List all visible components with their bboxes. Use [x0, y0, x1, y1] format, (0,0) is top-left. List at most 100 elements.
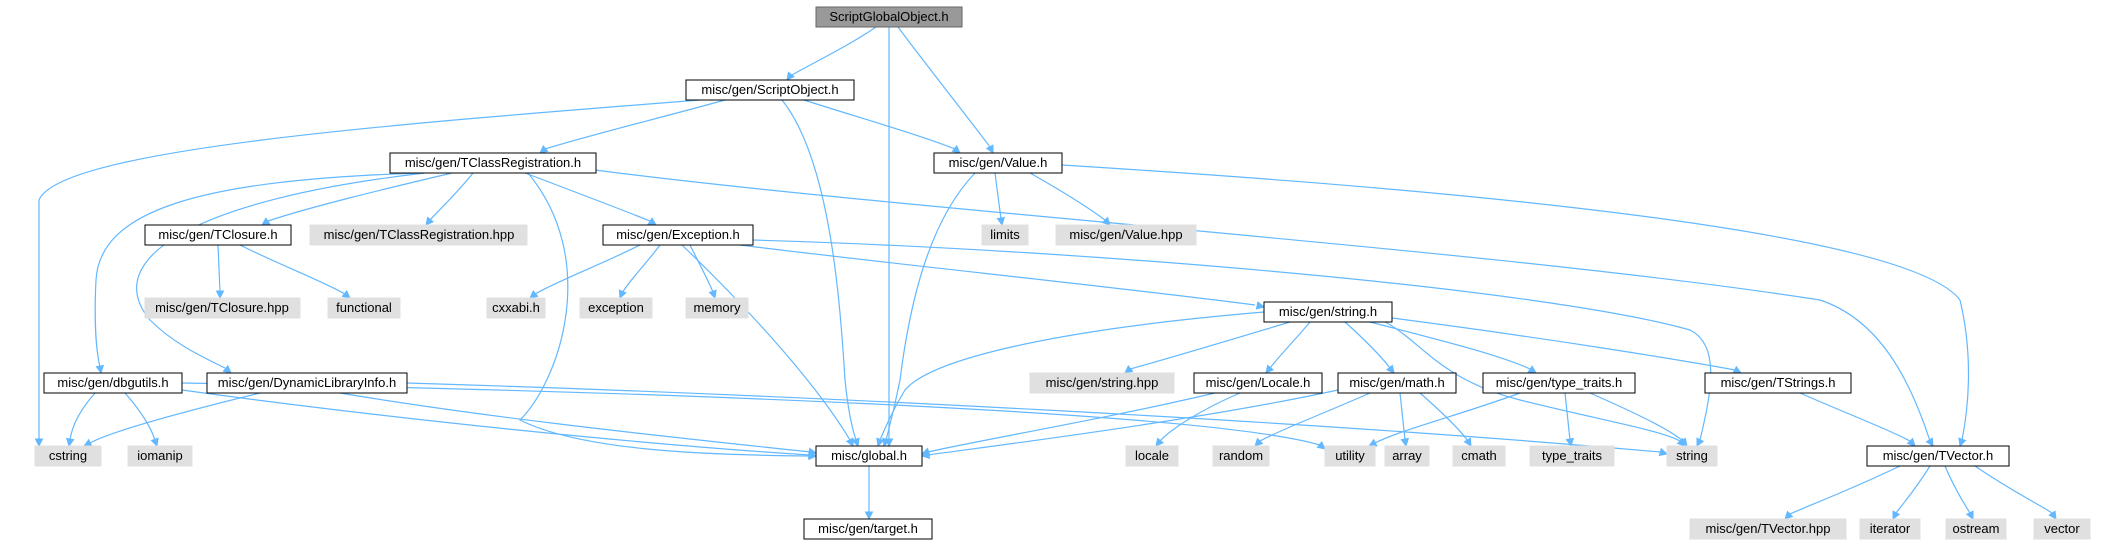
edge-line: [1384, 321, 1681, 442]
node-exception-std[interactable]: exception: [579, 297, 653, 319]
edge-tclassreg-dbgutils: [94, 172, 421, 375]
edge-tclassreg-dynlib: [136, 172, 426, 374]
arrowhead: [2048, 510, 2057, 520]
node-string-h[interactable]: misc/gen/string.h: [1263, 301, 1393, 323]
node-global-h[interactable]: misc/global.h: [815, 445, 923, 467]
edge-line: [1029, 172, 1106, 221]
arrowhead: [539, 144, 549, 154]
edge-line: [406, 382, 1661, 453]
node-tstrings-h[interactable]: misc/gen/TStrings.h: [1704, 372, 1852, 394]
node-label: misc/gen/Exception.h: [616, 227, 740, 242]
edge-exception-stringh: [739, 244, 1266, 310]
node-type-traits-std[interactable]: type_traits: [1529, 445, 1615, 467]
node-tclosure-hpp[interactable]: misc/gen/TClosure.hpp: [144, 297, 301, 319]
node-cxxabi-h[interactable]: cxxabi.h: [486, 297, 546, 319]
node-label: memory: [694, 300, 741, 315]
node-label: misc/gen/TVector.h: [1883, 448, 1994, 463]
node-tvector-h[interactable]: misc/gen/TVector.h: [1866, 445, 2010, 467]
arrowhead: [1254, 437, 1264, 447]
node-math-h[interactable]: misc/gen/math.h: [1337, 372, 1457, 394]
node-label: limits: [990, 227, 1020, 242]
edge-value-tvector: [1061, 164, 1970, 448]
arrowhead: [1784, 510, 1794, 520]
node-vector[interactable]: vector: [2033, 518, 2091, 540]
node-ostream[interactable]: ostream: [1945, 518, 2007, 540]
edge-line: [124, 392, 156, 441]
node-iomanip[interactable]: iomanip: [127, 445, 193, 467]
edge-line: [879, 311, 1265, 441]
node-label: exception: [588, 300, 644, 315]
arrowhead: [150, 437, 159, 448]
edge-tvector-vector: [1974, 465, 2057, 520]
edge-line: [38, 99, 701, 440]
node-label: ostream: [1953, 521, 2000, 536]
node-type-traits-h[interactable]: misc/gen/type_traits.h: [1482, 372, 1636, 394]
node-locale-h[interactable]: misc/gen/Locale.h: [1193, 372, 1323, 394]
edge-global-target: [864, 466, 874, 521]
node-tclassregistration-hpp[interactable]: misc/gen/TClassRegistration.hpp: [309, 224, 528, 246]
edge-line: [751, 239, 1712, 441]
arrowhead: [95, 364, 105, 375]
arrowhead: [341, 289, 351, 299]
edge-root-global: [884, 27, 894, 448]
edge-line: [1369, 321, 1531, 370]
arrowhead: [1732, 365, 1743, 374]
node-utility[interactable]: utility: [1324, 445, 1376, 467]
node-array[interactable]: array: [1384, 445, 1430, 467]
edge-exception-memory: [689, 244, 717, 300]
arrowhead: [996, 216, 1006, 227]
arrowhead: [1124, 364, 1134, 374]
edge-dynlib-string: [406, 382, 1669, 457]
arrowhead: [215, 290, 225, 300]
edge-scriptobject-value: [803, 99, 961, 154]
arrowhead: [34, 438, 44, 448]
node-limits[interactable]: limits: [981, 224, 1029, 246]
edge-line: [1344, 321, 1391, 369]
arrowhead: [708, 289, 717, 300]
node-string-std[interactable]: string: [1666, 445, 1718, 467]
node-cstring[interactable]: cstring: [34, 445, 102, 467]
edge-line: [1564, 392, 1571, 441]
node-string-hpp[interactable]: misc/gen/string.hpp: [1029, 372, 1175, 394]
node-iterator[interactable]: iterator: [1859, 518, 1921, 540]
node-locale-std[interactable]: locale: [1125, 445, 1179, 467]
node-dynamiclibraryinfo-h[interactable]: misc/gen/DynamicLibraryInfo.h: [206, 372, 408, 394]
node-functional[interactable]: functional: [327, 297, 401, 319]
edge-line: [1895, 465, 1931, 514]
arrowhead: [1385, 364, 1395, 374]
node-dbgutils-h[interactable]: misc/gen/dbgutils.h: [43, 372, 183, 394]
arrowhead: [845, 437, 854, 447]
node-tclosure-h[interactable]: misc/gen/TClosure.h: [144, 224, 292, 246]
edge-typetraits-string: [1589, 392, 1688, 447]
node-label: random: [1219, 448, 1263, 463]
arrowhead: [1255, 301, 1266, 310]
arrowhead: [882, 437, 891, 448]
node-tvector-hpp[interactable]: misc/gen/TVector.hpp: [1689, 518, 1847, 540]
edge-tclassreg-tvector: [594, 169, 1934, 447]
node-exception-h[interactable]: misc/gen/Exception.h: [602, 224, 754, 246]
edge-stringh-typetraits: [1369, 321, 1537, 374]
node-memory[interactable]: memory: [685, 297, 749, 319]
edge-stringh-locale: [1265, 321, 1311, 374]
node-value-h[interactable]: misc/gen/Value.h: [933, 152, 1063, 174]
node-label: utility: [1335, 448, 1365, 463]
edge-line: [1974, 465, 2053, 514]
edge-line: [1259, 392, 1371, 442]
node-scriptobject-h[interactable]: misc/gen/ScriptObject.h: [685, 79, 855, 101]
arrowhead: [1527, 365, 1537, 374]
node-label: cmath: [1461, 448, 1496, 463]
edge-line: [1374, 392, 1521, 444]
edge-tvector-iterator: [1892, 465, 1931, 520]
node-random[interactable]: random: [1212, 445, 1270, 467]
node-scriptglobalobject-h[interactable]: ScriptGlobalObject.h: [815, 6, 963, 28]
node-target-h[interactable]: misc/gen/target.h: [803, 518, 933, 540]
arrowhead: [1892, 510, 1901, 520]
edge-line: [1269, 321, 1311, 369]
edge-exception-cxxabi: [529, 244, 641, 299]
node-tclassregistration-h[interactable]: misc/gen/TClassRegistration.h: [389, 152, 597, 174]
node-value-hpp[interactable]: misc/gen/Value.hpp: [1055, 224, 1197, 246]
arrowhead: [1565, 437, 1575, 448]
node-cmath[interactable]: cmath: [1452, 445, 1506, 467]
edge-scriptobject-global: [781, 99, 860, 448]
edge-dynlib-global: [339, 392, 818, 457]
